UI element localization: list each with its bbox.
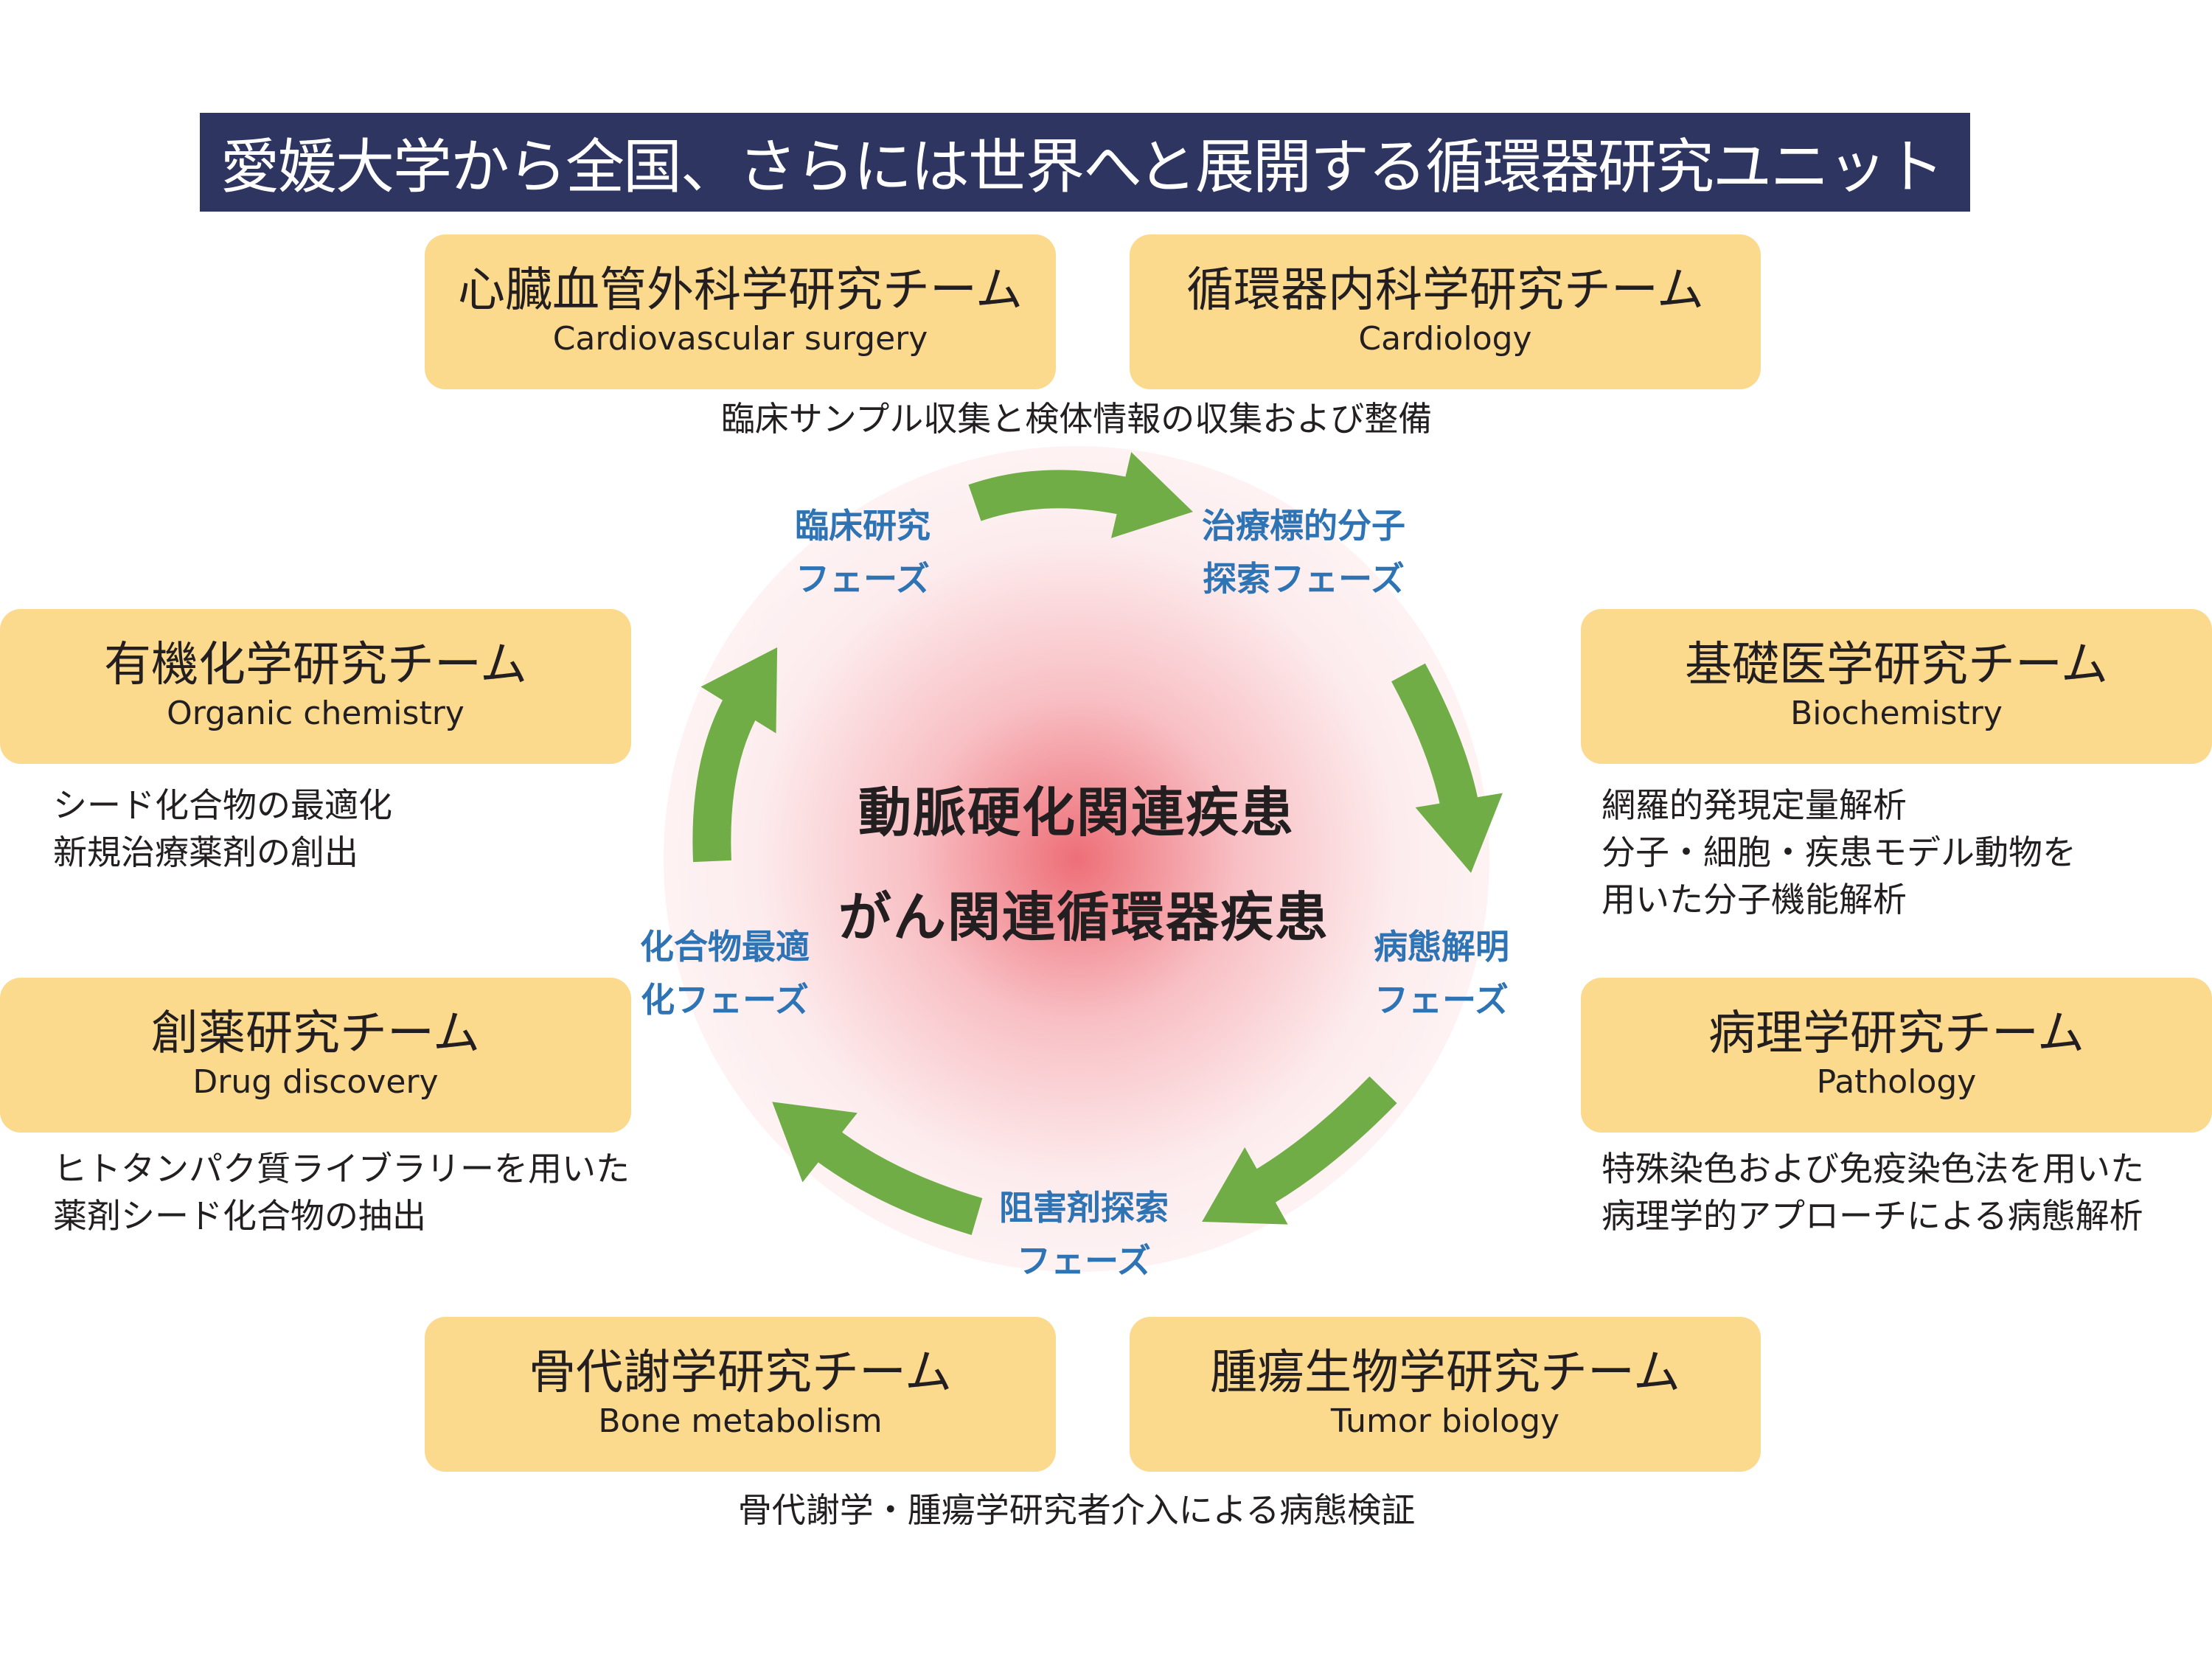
team-cardiovascular-surgery: 心臓血管外科学研究チーム Cardiovascular surgery — [425, 234, 1056, 389]
note-organic-chemistry: シード化合物の最適化 新規治療薬剤の創出 — [53, 782, 392, 876]
note-line: 新規治療薬剤の創出 — [53, 832, 358, 872]
note-bone-tumor-validation: 骨代謝学・腫瘍学研究者介入による病態検証 — [708, 1486, 1445, 1534]
phase-line: 病態解明 — [1374, 927, 1509, 967]
page-title-text: 愛媛大学から全国、さらには世界へと展開する循環器研究ユニット — [220, 133, 1944, 201]
note-line: シード化合物の最適化 — [53, 785, 392, 825]
phase-compound-optimization: 化合物最適 化フェーズ — [640, 920, 810, 1026]
arrow-clinical-to-target — [968, 452, 1193, 538]
team-organic-chemistry: 有機化学研究チーム Organic chemistry — [0, 609, 631, 764]
phase-line: 化フェーズ — [641, 980, 809, 1020]
arrow-optimization-to-clinical — [692, 647, 778, 863]
phase-line: フェーズ — [1374, 980, 1509, 1020]
phase-line: 臨床研究 — [795, 506, 931, 546]
team-name-jp: 基礎医学研究チーム — [1684, 637, 2109, 692]
team-name-jp: 骨代謝学研究チーム — [528, 1345, 953, 1400]
phase-target-discovery: 治療標的分子 探索フェーズ — [1202, 499, 1405, 605]
phase-line: 化合物最適 — [640, 927, 810, 967]
note-line: 臨床サンプル収集と検体情報の収集および整備 — [720, 399, 1433, 439]
team-bone-metabolism: 骨代謝学研究チーム Bone metabolism — [425, 1317, 1056, 1472]
team-cardiology: 循環器内科学研究チーム Cardiology — [1130, 234, 1761, 389]
team-name-en: Cardiology — [1358, 320, 1532, 358]
phase-line: 治療標的分子 — [1202, 506, 1405, 546]
note-drug-discovery: ヒトタンパク質ライブラリーを用いた 薬剤シード化合物の抽出 — [53, 1145, 630, 1239]
arrow-pathology-to-inhibitor — [1202, 1076, 1397, 1225]
phase-inhibitor-search: 阻害剤探索 フェーズ — [999, 1181, 1169, 1287]
phase-pathology-elucidation: 病態解明 フェーズ — [1374, 920, 1509, 1026]
note-line: 網羅的発現定量解析 — [1601, 785, 1907, 825]
phase-line: フェーズ — [796, 559, 930, 599]
team-name-jp: 心臓血管外科学研究チーム — [457, 262, 1023, 318]
note-line: ヒトタンパク質ライブラリーを用いた — [53, 1149, 630, 1189]
arrow-target-to-pathology — [1391, 663, 1503, 873]
team-name-en: Tumor biology — [1330, 1402, 1560, 1441]
team-name-en: Bone metabolism — [598, 1402, 883, 1441]
team-name-en: Pathology — [1816, 1063, 1977, 1102]
page-title: 愛媛大学から全国、さらには世界へと展開する循環器研究ユニット — [200, 113, 1970, 212]
team-name-en: Biochemistry — [1790, 695, 2003, 733]
arrow-inhibitor-to-optimization — [772, 1102, 983, 1235]
center-disease-2: がん関連循環器疾患 — [838, 886, 1330, 948]
team-name-en: Cardiovascular surgery — [552, 320, 928, 358]
phase-clinical: 臨床研究 フェーズ — [795, 499, 931, 605]
team-name-jp: 病理学研究チーム — [1708, 1006, 2085, 1061]
team-biochemistry: 基礎医学研究チーム Biochemistry — [1581, 609, 2212, 764]
note-pathology: 特殊染色および免疫染色法を用いた 病理学的アプローチによる病態解析 — [1601, 1145, 2144, 1239]
note-line: 骨代謝学・腫瘍学研究者介入による病態検証 — [737, 1490, 1416, 1530]
team-name-jp: 有機化学研究チーム — [103, 637, 528, 692]
note-line: 薬剤シード化合物の抽出 — [53, 1196, 426, 1236]
note-biochemistry: 網羅的発現定量解析 分子・細胞・疾患モデル動物を 用いた分子機能解析 — [1601, 782, 2076, 923]
team-name-en: Drug discovery — [192, 1063, 439, 1102]
note-line: 分子・細胞・疾患モデル動物を — [1601, 832, 2076, 872]
team-pathology: 病理学研究チーム Pathology — [1581, 978, 2212, 1133]
center-disease-1: 動脈硬化関連疾患 — [858, 782, 1295, 844]
phase-line: 探索フェーズ — [1203, 559, 1405, 599]
team-tumor-biology: 腫瘍生物学研究チーム Tumor biology — [1130, 1317, 1761, 1472]
note-clinical-samples: 臨床サンプル収集と検体情報の収集および整備 — [708, 395, 1445, 442]
phase-line: フェーズ — [1017, 1241, 1151, 1281]
team-name-jp: 腫瘍生物学研究チーム — [1209, 1345, 1681, 1400]
note-line: 用いた分子機能解析 — [1601, 880, 1907, 919]
phase-line: 阻害剤探索 — [999, 1188, 1169, 1228]
team-drug-discovery: 創薬研究チーム Drug discovery — [0, 978, 631, 1133]
note-line: 病理学的アプローチによる病態解析 — [1601, 1196, 2143, 1236]
team-name-jp: 循環器内科学研究チーム — [1186, 262, 1705, 318]
team-name-jp: 創薬研究チーム — [150, 1006, 481, 1061]
team-name-en: Organic chemistry — [167, 695, 465, 733]
note-line: 特殊染色および免疫染色法を用いた — [1601, 1149, 2144, 1189]
